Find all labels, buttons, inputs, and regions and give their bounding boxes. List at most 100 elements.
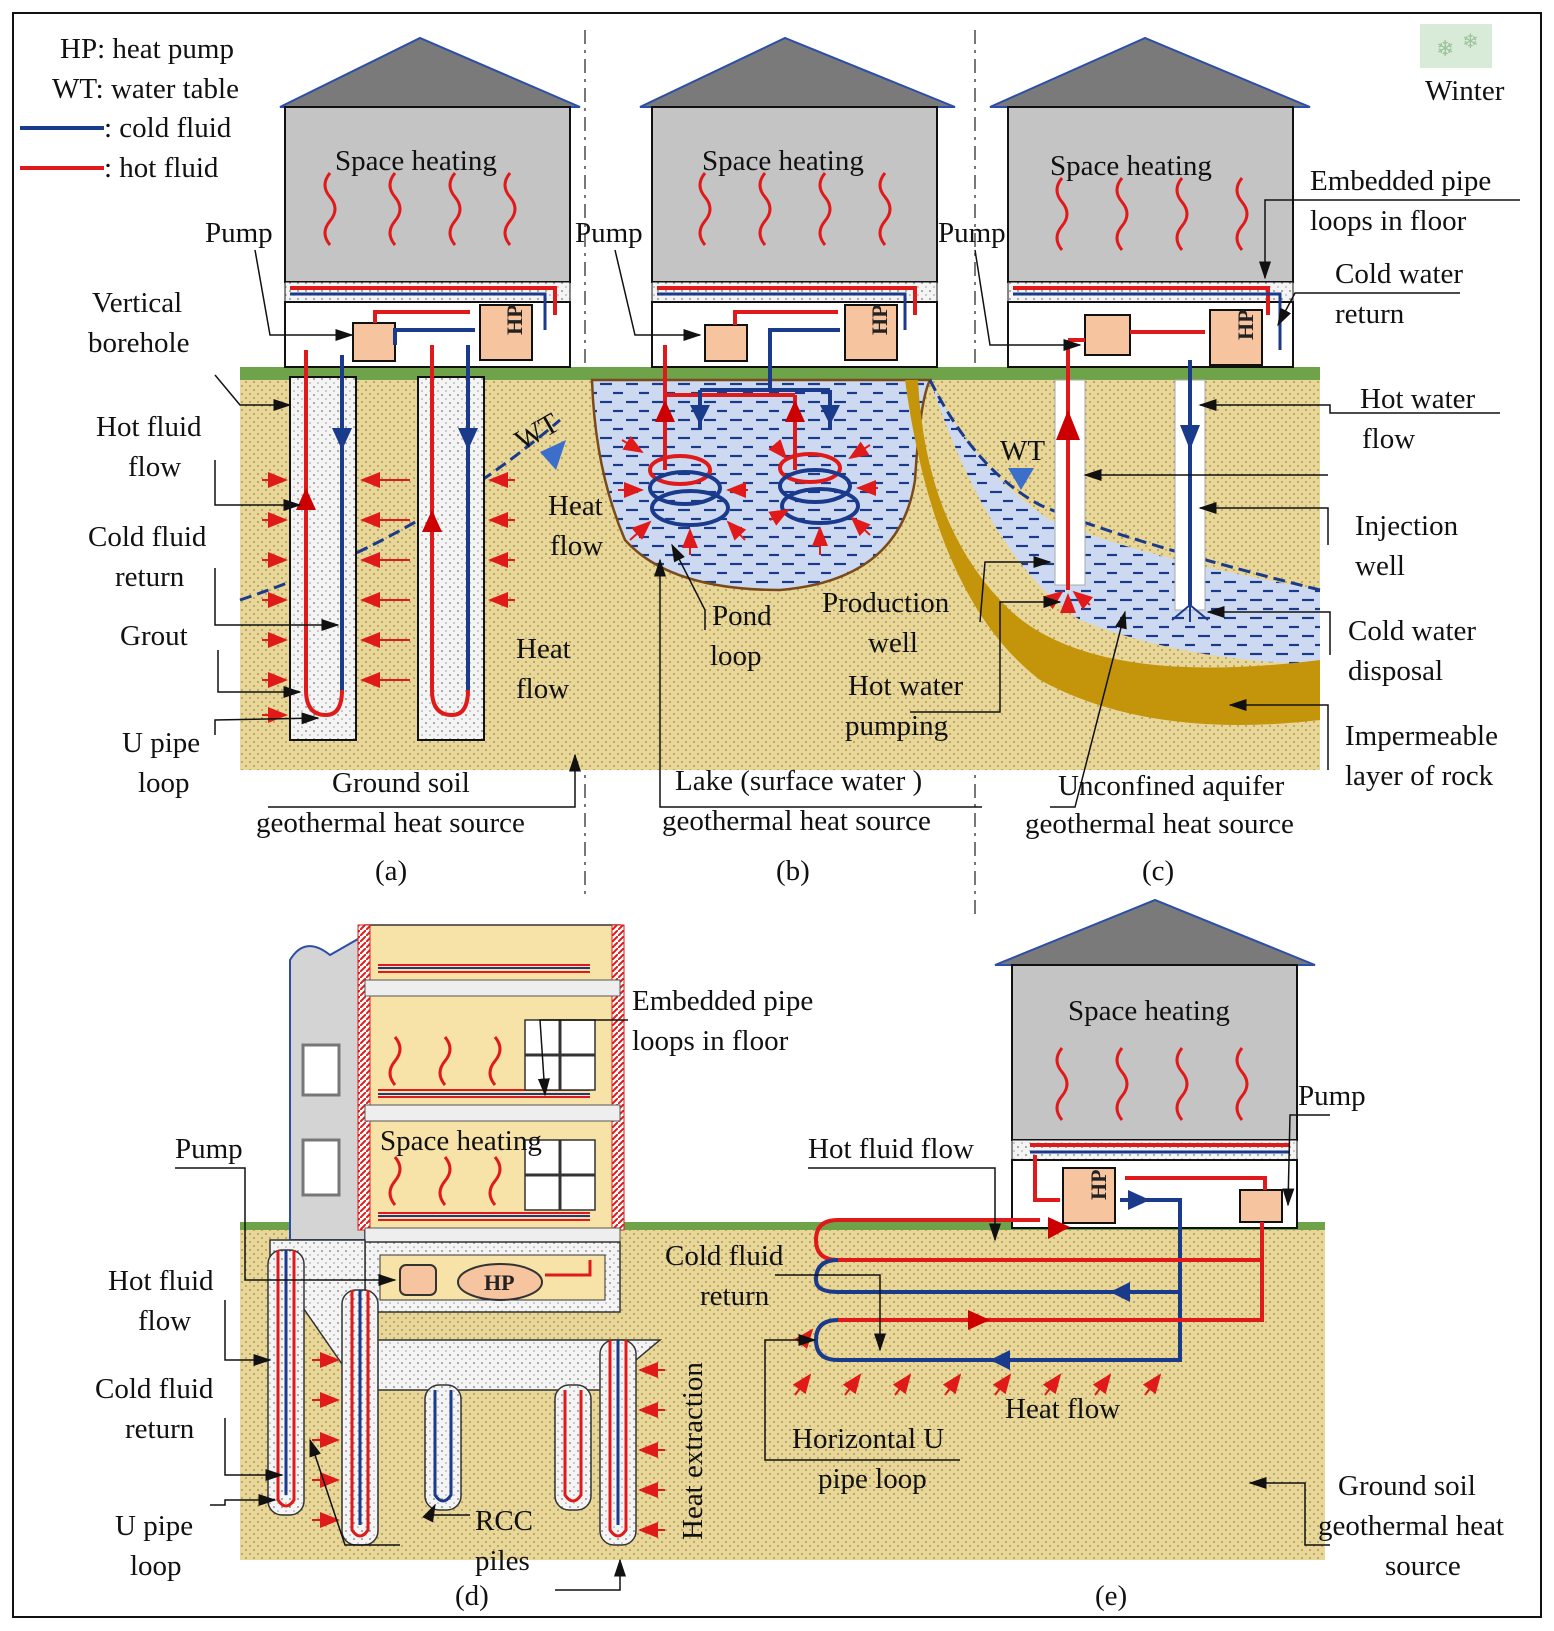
svg-text:piles: piles <box>475 1545 530 1577</box>
house-room <box>1011 964 1298 1141</box>
svg-text:return: return <box>700 1280 770 1312</box>
production-well-label: Production <box>822 587 950 619</box>
svg-text:HP: HP <box>867 304 892 335</box>
svg-text:return: return <box>115 561 185 593</box>
heat-waves <box>698 172 892 246</box>
season-label: Winter <box>1425 75 1505 107</box>
heat-waves <box>323 172 517 246</box>
svg-text:loops in floor: loops in floor <box>1310 205 1467 237</box>
hot-fluid-flow-label: Hot fluid flow <box>808 1133 974 1165</box>
house-roof <box>989 36 1311 108</box>
heat-flow-arrows <box>312 1352 665 1538</box>
impermeable-rock <box>905 380 1320 725</box>
caption-c: (c) <box>1142 855 1174 887</box>
wt-marker-icon <box>540 440 566 470</box>
legend-hot: : hot fluid <box>104 152 219 184</box>
house-roof <box>994 898 1316 966</box>
heat-pump-box <box>479 304 533 361</box>
heat-pump-box <box>457 1263 543 1301</box>
pump-label: Pump <box>205 217 273 249</box>
snowflake-icon <box>1420 24 1492 68</box>
pump-box <box>399 1264 437 1296</box>
svg-text:flow: flow <box>550 530 603 562</box>
space-heating-label: Space heating <box>380 1125 542 1157</box>
wt-label: WT <box>1000 435 1045 467</box>
pump-label: Pump <box>938 217 1006 249</box>
up-arrow-icon <box>422 510 442 532</box>
hp-label: HP <box>502 304 527 335</box>
svg-text:loop: loop <box>710 640 762 672</box>
u-pipe-1 <box>304 350 344 718</box>
space-heating-label: Space heating <box>335 145 497 177</box>
rcc-piles-label: RCC <box>475 1505 533 1537</box>
hot-water-pumping-label: Hot water <box>848 670 963 702</box>
caption-b: (b) <box>776 855 810 887</box>
heat-waves <box>1055 1047 1249 1121</box>
injection-well-label: Injection <box>1355 510 1459 542</box>
source-label: Unconfined aquifer <box>1058 770 1285 802</box>
u-pipe-loop-label: U pipe <box>115 1510 193 1542</box>
window <box>301 1138 341 1197</box>
heat-flow-arrows <box>262 472 515 723</box>
pump-label: Pump <box>1298 1080 1366 1112</box>
vertical-borehole-label: Vertical <box>92 287 182 319</box>
pump-box <box>352 322 396 362</box>
hot-water-flow-label: Hot water <box>1360 383 1475 415</box>
svg-text:return: return <box>1335 298 1405 330</box>
water-table-line <box>239 418 561 602</box>
hot-fluid-flow-label: Hot fluid <box>96 411 202 443</box>
cold-water-disposal-label: Cold water <box>1348 615 1476 647</box>
caption-e: (e) <box>1095 1580 1127 1612</box>
svg-text:❄: ❄ <box>1462 29 1479 53</box>
svg-text:well: well <box>1355 550 1405 582</box>
svg-text:HP: HP <box>1086 1169 1111 1200</box>
svg-text:disposal: disposal <box>1348 655 1443 687</box>
figure-frame <box>12 12 1542 1618</box>
svg-text:pipe loop: pipe loop <box>818 1463 927 1495</box>
cold-fluid-return-label: Cold fluid <box>88 521 207 553</box>
svg-text:geothermal heat source: geothermal heat source <box>662 805 931 837</box>
source-label: Ground soil <box>332 767 470 799</box>
house-room <box>651 106 938 283</box>
caption-a: (a) <box>375 855 407 887</box>
heat-pump-box <box>1209 309 1263 366</box>
legend-hp: HP: heat pump <box>60 33 234 65</box>
heat-flow-label: Heat <box>548 490 603 522</box>
panel-c: WT Space heating HP <box>822 36 1520 887</box>
svg-text:return: return <box>125 1413 195 1445</box>
pump-box <box>1239 1189 1283 1223</box>
heat-pump-box <box>844 304 898 361</box>
u-pipe-2 <box>430 345 470 718</box>
u-pipe-loop-label: U pipe <box>122 727 200 759</box>
panel-b: Space heating HP <box>548 36 982 887</box>
svg-text:❄: ❄ <box>1436 37 1454 62</box>
svg-text:geothermal heat source: geothermal heat source <box>1025 808 1294 840</box>
down-arrow-icon <box>332 428 352 450</box>
legend-cold: : cold fluid <box>104 112 232 144</box>
pump-box <box>1084 314 1131 356</box>
floor-pipe-loops <box>378 964 590 1221</box>
panel-e: Space heating HP <box>665 898 1504 1612</box>
svg-text:geothermal heat: geothermal heat <box>1318 1510 1504 1542</box>
space-heating-label: Space heating <box>702 145 864 177</box>
svg-text:flow: flow <box>516 673 569 705</box>
aquifer-water <box>930 380 1320 665</box>
svg-text:loop: loop <box>130 1550 182 1582</box>
horizontal-loop-label: Horizontal U <box>792 1423 944 1455</box>
svg-text:source: source <box>1385 1550 1461 1582</box>
svg-text:HP: HP <box>1233 309 1258 340</box>
pump-label: Pump <box>575 217 643 249</box>
svg-text:flow: flow <box>128 451 181 483</box>
panel-d: Space heating HP <box>95 924 813 1612</box>
svg-text:layer of rock: layer of rock <box>1345 760 1494 792</box>
heat-waves <box>1055 177 1249 251</box>
svg-text:loop: loop <box>138 767 190 799</box>
heat-pump-box <box>1062 1167 1116 1224</box>
cold-water-return-label: Cold water <box>1335 258 1463 290</box>
hot-fluid-flow-label: Hot fluid <box>108 1265 214 1297</box>
pond-loop-coils <box>648 452 860 527</box>
pond-loop-label: Pond <box>712 600 772 632</box>
house-room <box>1007 106 1294 283</box>
svg-text:borehole: borehole <box>88 327 189 359</box>
